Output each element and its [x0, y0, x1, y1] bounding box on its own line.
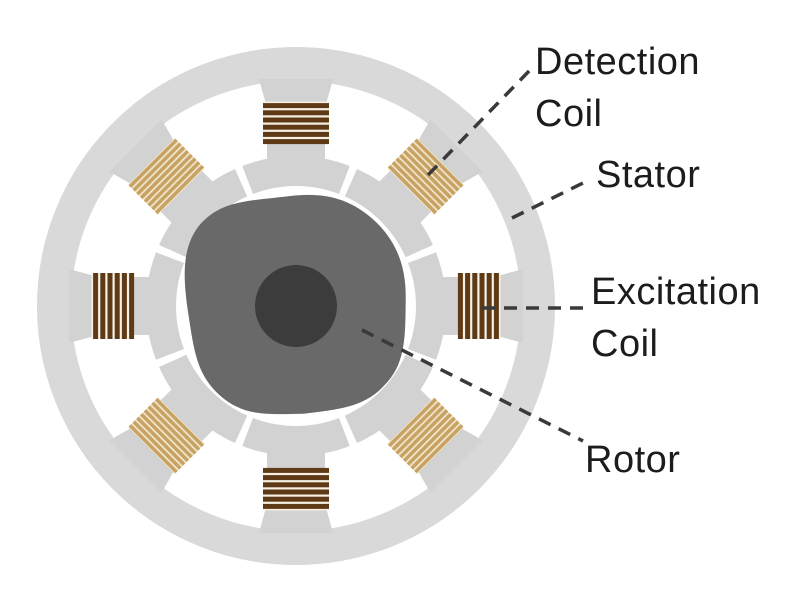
detection-coil-label-line2: Coil — [535, 93, 603, 135]
excitation-coil — [263, 101, 329, 145]
rotor-label: Rotor — [585, 434, 680, 486]
excitation-coil — [91, 273, 135, 339]
rotor-shaft — [255, 265, 337, 347]
excitation-coil-label-line2: Coil — [591, 323, 659, 365]
stator-leader-line — [511, 178, 590, 220]
excitation-coil — [457, 273, 501, 339]
detection-coil-label-line1: Detection — [535, 41, 701, 83]
rotor-label-text: Rotor — [585, 439, 681, 481]
rotor — [184, 194, 406, 415]
detection-coil-leader-line — [426, 66, 534, 177]
stator-ring — [37, 47, 555, 565]
stator-label-text: Stator — [596, 154, 701, 196]
excitation-coil — [263, 467, 329, 511]
detection-coil-label: Detection Coil — [535, 36, 700, 140]
excitation-coil-label-line1: Excitation — [591, 271, 761, 313]
stator-label: Stator — [596, 149, 700, 201]
leader-lines — [361, 66, 590, 443]
excitation-coil-label: Excitation Coil — [591, 266, 761, 370]
rotor-leader-line — [361, 328, 584, 443]
